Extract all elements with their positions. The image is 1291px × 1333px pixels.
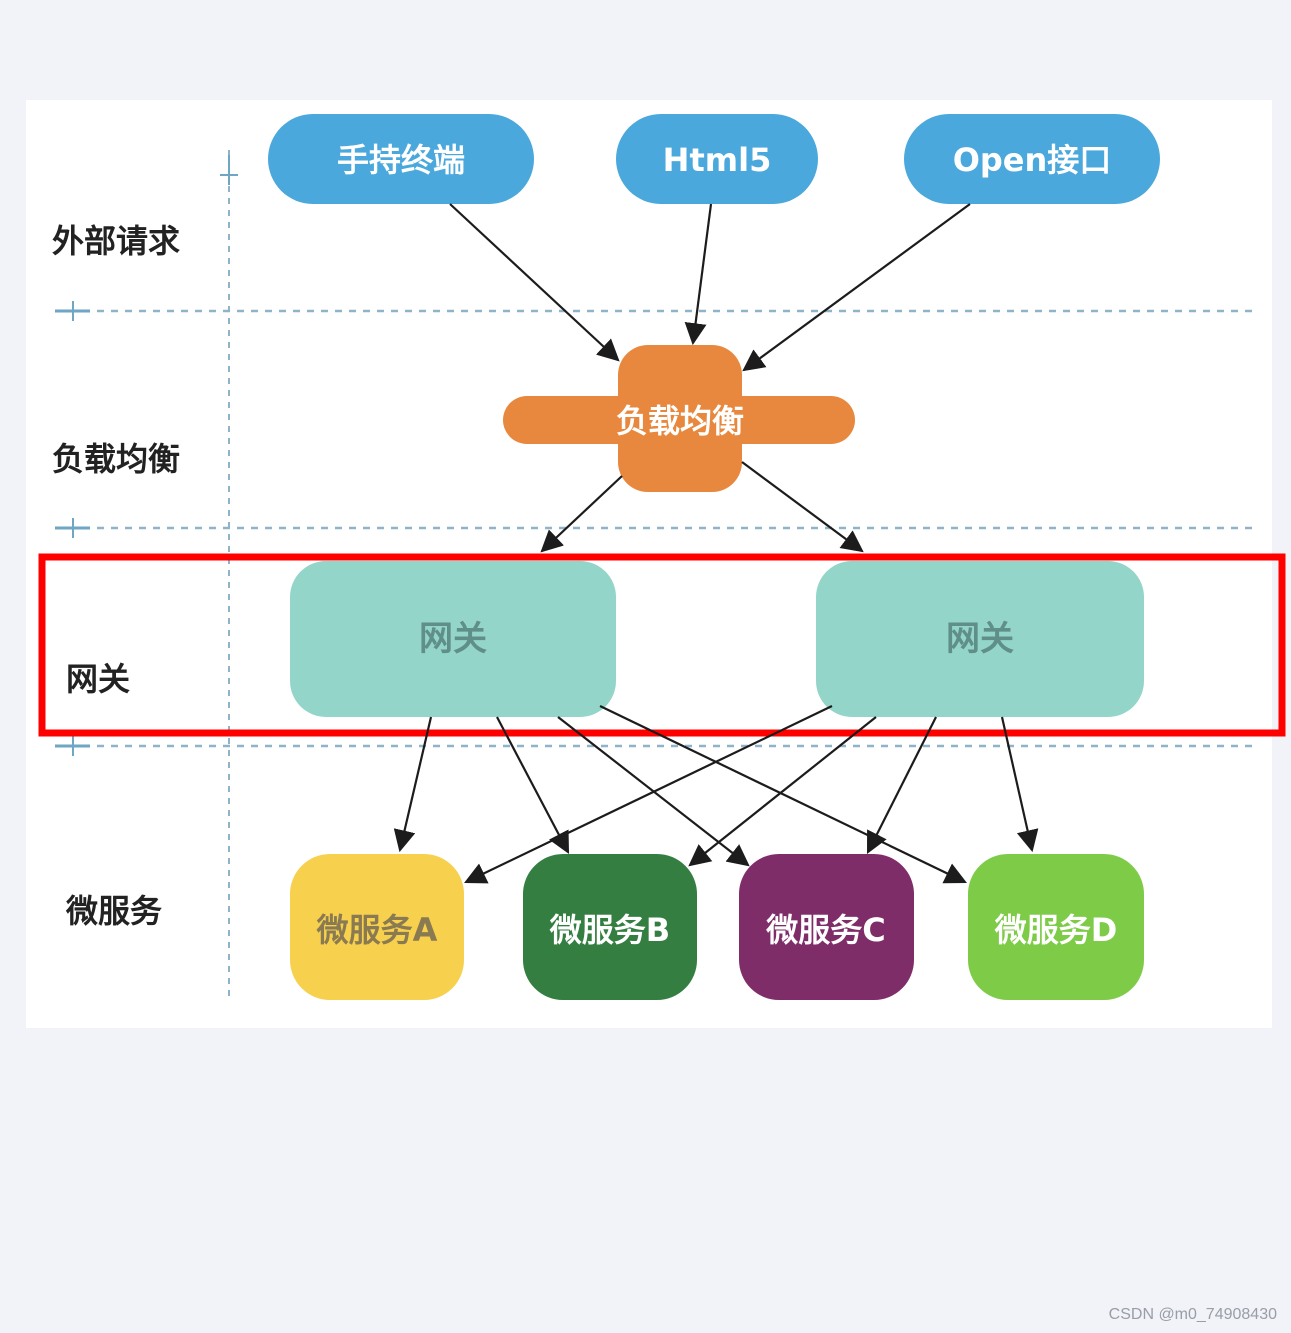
watermark-text: CSDN @m0_74908430 <box>1108 1306 1277 1323</box>
arrow-handheld-to-lb <box>449 203 620 362</box>
arrow-lb-to-gateway-left <box>540 475 623 553</box>
arrow-gwl-to-d <box>599 705 967 884</box>
arrow-gwr-to-b <box>688 716 877 867</box>
client-label-html5: Html5 <box>663 141 772 179</box>
arrow-lb-to-gateway-right <box>741 461 864 553</box>
load-balancer-node: 负载均衡 <box>503 345 855 492</box>
service-node-d: 微服务D <box>968 854 1144 1000</box>
client-node-handheld: 手持终端 <box>268 114 534 204</box>
arrow-gwr-to-c <box>867 716 937 854</box>
separator-2 <box>55 518 1255 538</box>
separator-1 <box>55 301 1255 321</box>
connectors <box>393 203 1039 884</box>
client-node-open-api: Open接口 <box>904 114 1160 204</box>
arrow-html5-to-lb <box>684 203 713 346</box>
arrow-gwr-to-a <box>464 705 833 884</box>
layer-label-gateway: 网关 <box>66 660 130 698</box>
arrow-gwl-to-a <box>393 716 433 853</box>
layer-label-microservice: 微服务 <box>65 892 162 930</box>
service-label-c: 微服务C <box>765 911 886 949</box>
client-label-handheld: 手持终端 <box>337 141 465 179</box>
arrow-gwr-to-d <box>1000 716 1039 853</box>
gateway-label-right: 网关 <box>946 619 1014 659</box>
service-node-b: 微服务B <box>523 854 697 1000</box>
gateway-node-right: 网关 <box>816 561 1144 717</box>
gateway-highlight-box <box>38 553 1286 737</box>
service-label-a: 微服务A <box>316 911 438 949</box>
layer-label-external: 外部请求 <box>52 222 180 260</box>
gateway-label-left: 网关 <box>419 619 487 659</box>
load-balancer-label: 负载均衡 <box>616 402 744 440</box>
service-node-c: 微服务C <box>739 854 914 1000</box>
gateway-node-left: 网关 <box>290 561 616 717</box>
layer-label-load-balancer: 负载均衡 <box>52 440 180 478</box>
separator-3 <box>55 736 1255 756</box>
service-label-b: 微服务B <box>549 911 670 949</box>
service-label-d: 微服务D <box>994 911 1118 949</box>
client-label-open-api: Open接口 <box>953 141 1112 179</box>
arrow-open-to-lb <box>742 203 971 372</box>
service-node-a: 微服务A <box>290 854 464 1000</box>
client-node-html5: Html5 <box>616 114 818 204</box>
arrow-gwl-to-b <box>496 716 570 854</box>
